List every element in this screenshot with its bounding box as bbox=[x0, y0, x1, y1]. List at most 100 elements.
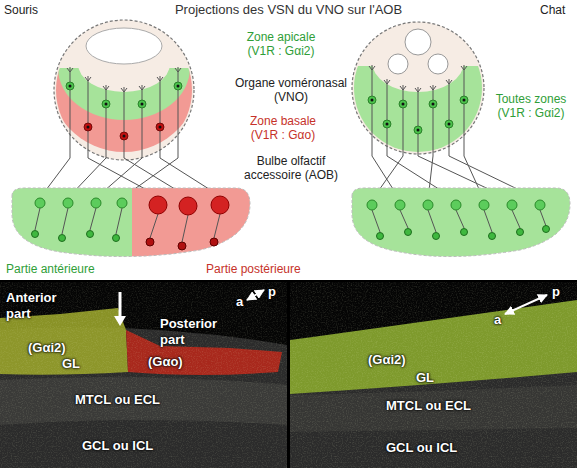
panel-label: (Gαo) bbox=[148, 354, 183, 370]
micrograph-mouse-part bbox=[119, 292, 122, 316]
micrograph-panel: Anterior partPosterior part a p (Gαi2)GL (Gα… bbox=[0, 282, 287, 468]
figure-title: Projections des VSN du VNO sur l'AOB bbox=[100, 2, 477, 18]
aob-mouse-part-part bbox=[150, 214, 158, 238]
vno-mouse-part-part bbox=[88, 131, 158, 196]
aob-cat-part-part bbox=[451, 200, 461, 210]
species-label-box: Souris bbox=[4, 3, 38, 17]
panel-label-box: a bbox=[236, 294, 243, 310]
micrograph-cat-part bbox=[505, 295, 547, 314]
panel-label-box: Anterior part bbox=[6, 290, 68, 321]
vno-cat-part-part bbox=[402, 103, 405, 106]
vno-mouse-part-part bbox=[121, 87, 127, 132]
aob-cat-part-part bbox=[507, 200, 517, 210]
panel-label-box: MTCL ou ECL bbox=[75, 392, 160, 408]
part-label: Partie antérieure bbox=[6, 262, 95, 276]
vno-mouse-part-part bbox=[174, 82, 182, 90]
species-label: Chat bbox=[540, 3, 565, 17]
aob-mouse-part-part bbox=[10, 186, 132, 266]
vno-mouse-part-part bbox=[120, 132, 128, 140]
aob-mouse-part bbox=[32, 231, 120, 242]
zone-label: Zone apicale (V1R : Gαi2) bbox=[236, 30, 326, 59]
panel-label: a bbox=[236, 294, 243, 310]
panel-label: MTCL ou ECL bbox=[386, 398, 471, 414]
vno-cat-part-part bbox=[400, 85, 406, 100]
aob-cat-part-part bbox=[423, 200, 433, 210]
vno-cat-part bbox=[371, 99, 466, 132]
vno-cat-part-part bbox=[414, 126, 422, 134]
aob-cat-part-part bbox=[461, 229, 468, 236]
aob-cat-part-part bbox=[367, 200, 377, 210]
aob-mouse-part-part bbox=[116, 208, 122, 234]
aob-mouse-part-part bbox=[182, 215, 188, 242]
vno-cat-part-part bbox=[371, 99, 374, 102]
panel-label: a bbox=[494, 312, 501, 328]
vno-cat-part-part bbox=[372, 104, 400, 200]
vno-mouse-part-part bbox=[84, 123, 92, 131]
vno-mouse-part bbox=[40, 67, 220, 198]
panel-label-box: GL bbox=[62, 356, 80, 372]
organ-label-box: Bulbe olfactif accessoire (AOB) bbox=[232, 154, 350, 183]
vno-mouse-part-part bbox=[103, 85, 109, 100]
aob-mouse-part bbox=[35, 198, 127, 208]
micrograph-cat bbox=[290, 282, 577, 468]
panel-label: GCL ou ICL bbox=[386, 440, 457, 456]
vno-mouse-part-part bbox=[96, 108, 142, 198]
aob-cat-part-part bbox=[543, 226, 550, 233]
vno-cat-part bbox=[405, 29, 431, 55]
aob-cat-part-part bbox=[535, 200, 545, 210]
vno-mouse-part bbox=[66, 82, 182, 108]
vno-mouse-part-part bbox=[123, 135, 126, 138]
vno-mouse-part-part bbox=[87, 126, 90, 129]
vno-cat-part-part bbox=[432, 103, 435, 106]
vno-cat-part-part bbox=[415, 87, 421, 126]
vno-cat-part bbox=[388, 54, 408, 74]
vno-cat-part bbox=[369, 65, 540, 200]
vno-mouse-part-part bbox=[105, 103, 108, 106]
part-label-box: Partie postérieure bbox=[206, 262, 301, 276]
vno-cat-part-part bbox=[463, 99, 466, 102]
vno-mouse-part-part bbox=[40, 90, 70, 198]
part-label: Partie postérieure bbox=[206, 262, 301, 276]
vno-mouse-part bbox=[46, 64, 202, 152]
vno-cat-part-part bbox=[386, 123, 389, 126]
vno-cat-part-part bbox=[428, 108, 433, 200]
aob-mouse-part-part bbox=[132, 186, 254, 266]
vno-mouse-part-part bbox=[69, 85, 72, 88]
aob-mouse-part-part bbox=[178, 242, 186, 250]
panel-label: Posterior part bbox=[160, 316, 230, 347]
aob-cat-part-part bbox=[372, 210, 380, 232]
vno-mouse bbox=[40, 20, 220, 198]
vno-cat-part-part bbox=[384, 79, 390, 120]
vno-mouse-part-part bbox=[157, 76, 163, 123]
organ-label: Bulbe olfactif accessoire (AOB) bbox=[232, 154, 350, 183]
aob-mouse-part-part bbox=[87, 231, 94, 238]
aob-mouse-part bbox=[10, 186, 254, 266]
aob-cat-part-part bbox=[405, 229, 412, 236]
vno-mouse-part-part bbox=[141, 103, 144, 106]
aob-mouse-part-part bbox=[179, 197, 197, 215]
vno-mouse-part-part bbox=[67, 67, 73, 82]
panel-label-box: p bbox=[552, 284, 560, 300]
aob-mouse bbox=[10, 186, 254, 266]
aob-mouse-part-part bbox=[146, 238, 154, 246]
organ-label-box: Organe voméronasal (VNO) bbox=[222, 76, 360, 105]
vno-cat-part-part bbox=[446, 79, 452, 120]
panel-label-box: GL bbox=[416, 370, 434, 386]
aob-cat-part bbox=[367, 200, 545, 210]
vno-mouse-part bbox=[86, 28, 162, 64]
vno-mouse-part bbox=[69, 85, 180, 138]
species-label: Souris bbox=[4, 3, 38, 17]
panel-label-box: (Gαi2) bbox=[28, 340, 66, 356]
vno-cat-part-part bbox=[399, 100, 407, 108]
vno-mouse-part-part bbox=[156, 123, 164, 131]
panel-label-box: MTCL ou ECL bbox=[386, 398, 471, 414]
vno-cat-part bbox=[368, 96, 468, 134]
vno-mouse-part-part bbox=[85, 76, 91, 123]
micrograph-cat-part bbox=[290, 282, 577, 468]
vno-cat-part-part bbox=[369, 65, 375, 96]
photo-ground bbox=[0, 280, 577, 468]
panel-label-box: p bbox=[268, 284, 276, 300]
panel-label: p bbox=[552, 284, 560, 300]
panel-label-box: (Gαi2) bbox=[368, 352, 406, 368]
